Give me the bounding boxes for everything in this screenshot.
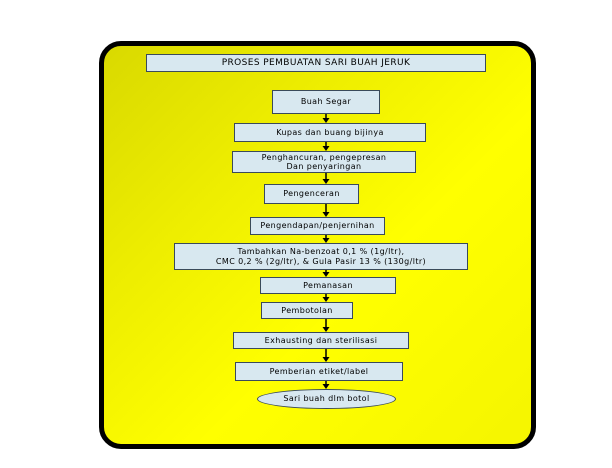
step-label: Pemanasan [303, 280, 353, 290]
step-pemberian-etiket: Pemberian etiket/label [235, 362, 403, 381]
flow-arrow-head-2 [322, 146, 330, 151]
step-label: Penghancuran, pengepresan Dan penyaringa… [261, 153, 387, 171]
step-tambahkan: Tambahkan Na-benzoat 0,1 % (1g/ltr), CMC… [174, 243, 468, 270]
diagram-title: PROSES PEMBUATAN SARI BUAH JERUK [221, 58, 411, 68]
step-label: Sari buah dlm botol [283, 394, 370, 403]
flow-arrow-head-7 [322, 297, 330, 302]
step-pengendapan: Pengendapan/penjernihan [250, 217, 385, 235]
step-exhausting: Exhausting dan sterilisasi [233, 332, 409, 349]
step-label: Exhausting dan sterilisasi [264, 335, 378, 345]
flow-arrow-head-3 [322, 179, 330, 184]
step-pengenceran: Pengenceran [264, 184, 359, 204]
step-label: Tambahkan Na-benzoat 0,1 % (1g/ltr), CMC… [215, 246, 427, 266]
step-label: Pengenceran [283, 189, 340, 198]
step-pemanasan: Pemanasan [260, 277, 396, 294]
flow-arrow-head-9 [322, 357, 330, 362]
step-buah-segar: Buah Segar [272, 90, 380, 114]
step-pembotolan: Pembotolan [261, 302, 353, 319]
step-label: Pembotolan [281, 305, 333, 315]
step-kupas: Kupas dan buang bijinya [234, 123, 426, 142]
flow-arrow-head-1 [322, 118, 330, 123]
flow-arrow-head-10 [322, 384, 330, 389]
flow-arrow-head-6 [322, 272, 330, 277]
flow-arrow-head-5 [322, 238, 330, 243]
step-label: Buah Segar [300, 97, 352, 106]
step-label: Kupas dan buang bijinya [276, 127, 384, 137]
step-label: Pengendapan/penjernihan [260, 221, 375, 230]
step-sari-buah: Sari buah dlm botol [257, 389, 396, 409]
step-penghancuran: Penghancuran, pengepresan Dan penyaringa… [232, 151, 416, 173]
flow-arrow-head-4 [322, 212, 330, 217]
step-label: Pemberian etiket/label [269, 366, 369, 376]
flow-arrow-head-8 [322, 327, 330, 332]
title-box: PROSES PEMBUATAN SARI BUAH JERUK [146, 54, 486, 72]
